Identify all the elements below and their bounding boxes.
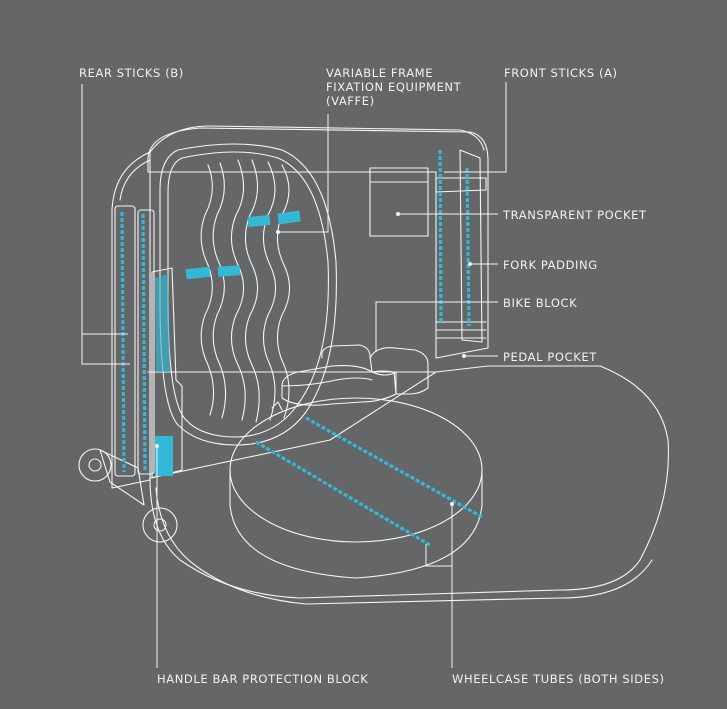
label-front-sticks: FRONT STICKS (A) — [504, 66, 618, 80]
wheelcase-tube-2 — [305, 416, 483, 519]
label-handle-bar-block: HANDLE BAR PROTECTION BLOCK — [157, 672, 368, 686]
case-lid-inner — [167, 151, 329, 438]
label-bike-block: BIKE BLOCK — [503, 296, 577, 310]
label-vaffe-line2: FIXATION EQUIPMENT — [326, 80, 462, 94]
label-transparent-pocket: TRANSPARENT POCKET — [503, 208, 647, 222]
case-rim-top — [149, 125, 485, 153]
fork-padding-right — [459, 149, 483, 343]
case-wheel-top-hub — [88, 458, 102, 472]
handle-bar-block-side — [155, 274, 170, 372]
case-back-wall — [147, 127, 489, 359]
dot-pedal-pocket — [462, 354, 466, 358]
dot-vaffe — [276, 230, 280, 234]
label-rear-sticks-text: REAR STICKS (B) — [79, 66, 184, 80]
bike-block-rear — [369, 347, 429, 395]
case-left-wall-inner — [119, 159, 151, 201]
dot-transparent-pocket — [396, 212, 400, 216]
left-padding-column-2 — [137, 209, 155, 475]
bike-block-front — [281, 365, 397, 406]
label-vaffe-line3: (VAFFE) — [326, 94, 375, 108]
rear-stick-1 — [120, 211, 126, 473]
lid-strap-tab-3 — [247, 214, 271, 228]
label-bike-block-text: BIKE BLOCK — [503, 296, 578, 310]
rear-stick-2 — [141, 213, 147, 471]
leader-wheelcase-tubes — [425, 544, 452, 567]
vaffe-strap-2 — [230, 159, 246, 421]
label-pedal-pocket-text: PEDAL POCKET — [503, 350, 597, 364]
bike-block-back — [321, 344, 373, 373]
label-rear-sticks: REAR STICKS (B) — [79, 66, 184, 80]
label-fork-padding-text: FORK PADDING — [503, 258, 598, 272]
transparent-pocket-outline — [369, 167, 429, 237]
case-left-wall — [111, 151, 151, 489]
dot-wheelcase — [450, 502, 454, 506]
label-front-sticks-text: FRONT STICKS (A) — [504, 66, 618, 80]
front-stick-1 — [438, 149, 443, 325]
fork-strap — [435, 177, 487, 193]
vaffe-strap-1b — [212, 162, 227, 419]
label-vaffe-line1: VARIABLE FRAME — [326, 66, 434, 80]
label-wheelcase-tubes: WHEELCASE TUBES (BOTH SIDES) — [452, 672, 665, 686]
dot-fork-padding — [468, 262, 472, 266]
case-wheel-bottom-hub — [153, 518, 167, 532]
vaffe-strap-2b — [244, 159, 260, 423]
case-floor — [149, 365, 669, 599]
leader-vaffe — [278, 114, 329, 233]
label-vaffe: VARIABLE FRAME FIXATION EQUIPMENT (VAFFE… — [326, 66, 461, 108]
case-wheel-top — [78, 448, 112, 482]
wheelcase-disc-side — [229, 469, 483, 579]
lid-strap-tab-2 — [217, 265, 241, 277]
handle-bar-block — [155, 436, 173, 476]
label-wheelcase-tubes-text: WHEELCASE TUBES (BOTH SIDES) — [452, 672, 665, 686]
leader-bike-block — [375, 301, 498, 352]
front-stick-2 — [465, 167, 471, 327]
case-floor-edge — [155, 487, 653, 605]
lid-strap-tab-4 — [277, 210, 301, 225]
lid-strap-tab-1 — [185, 266, 211, 280]
label-fork-padding: FORK PADDING — [503, 258, 598, 272]
vaffe-strap-3b — [276, 164, 291, 419]
wheelcase-disc-top — [229, 397, 483, 543]
wheelcase-tube-1 — [255, 440, 431, 547]
bike-block-foot — [271, 401, 283, 411]
vaffe-strap-3 — [262, 161, 277, 421]
vaffe-strap-1 — [200, 164, 215, 416]
label-pedal-pocket: PEDAL POCKET — [503, 350, 597, 364]
leader-rear-sticks — [81, 84, 130, 365]
bike-block-front-top — [281, 377, 373, 387]
wheel-bracket — [99, 449, 145, 506]
label-transparent-pocket-text: TRANSPARENT POCKET — [503, 208, 647, 222]
case-wheel-bottom — [142, 507, 178, 543]
dot-handle-bar — [155, 444, 159, 448]
left-padding-column — [114, 205, 136, 477]
label-handle-bar-block-text: HANDLE BAR PROTECTION BLOCK — [157, 672, 369, 686]
